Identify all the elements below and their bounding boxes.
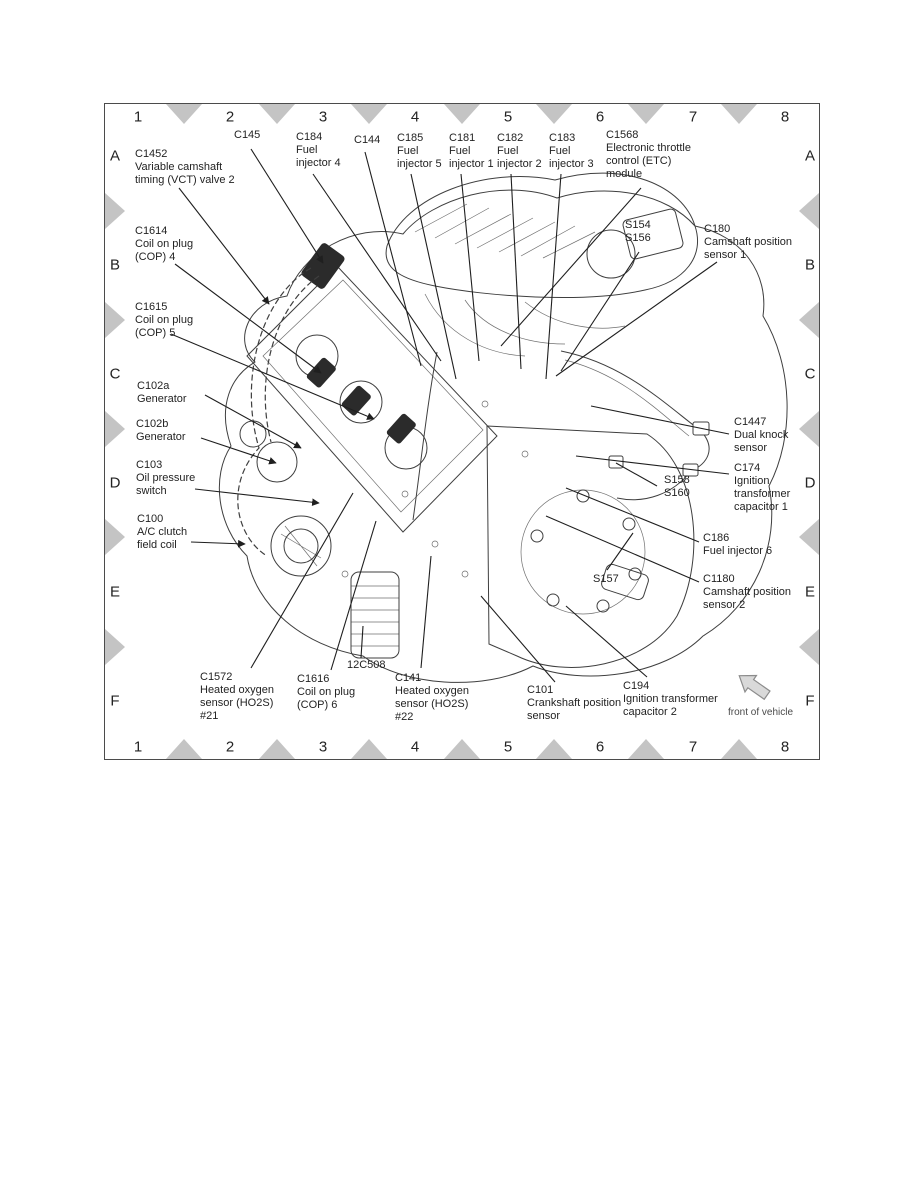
callout-c145: C145 — [234, 129, 261, 141]
callout-c182: C182 Fuel injector 2 — [497, 132, 542, 170]
callout-c185: C185 Fuel injector 5 — [397, 132, 442, 170]
grid-col-label: 6 — [595, 108, 605, 126]
grid-marker-triangles — [105, 104, 819, 759]
grid-col-label: 1 — [133, 108, 143, 126]
grid-col-label: 3 — [318, 738, 328, 756]
callout-c181: C181 Fuel injector 1 — [449, 132, 494, 170]
callout-c144: C144 — [354, 134, 381, 146]
grid-row-label: D — [804, 474, 816, 492]
grid-row-label: E — [109, 583, 121, 601]
diagram-frame: 1 2 3 4 5 6 7 8 1 2 3 4 5 6 7 8 A B C D … — [104, 103, 820, 760]
callout-c186: C186 Fuel injector 6 — [703, 532, 773, 557]
callout-c102a: C102a Generator — [137, 380, 187, 405]
callout-12c508: 12C508 — [347, 659, 386, 671]
callout-c194: C194 Ignition transformer capacitor 2 — [623, 680, 718, 718]
callout-c1615: C1615 Coil on plug (COP) 5 — [135, 301, 194, 339]
callout-c184: C184 Fuel injector 4 — [296, 131, 341, 169]
grid-col-label: 3 — [318, 108, 328, 126]
callout-c102b: C102b Generator — [136, 418, 186, 443]
callout-c141: C141 Heated oxygen sensor (HO2S) #22 — [395, 672, 469, 723]
grid-col-label: 1 — [133, 738, 143, 756]
callout-s157: S157 — [593, 573, 619, 585]
grid-row-label: B — [109, 256, 121, 274]
grid-col-label: 8 — [780, 738, 790, 756]
grid-row-label: F — [805, 692, 815, 710]
callout-leader-lines — [170, 148, 730, 683]
grid-row-label: E — [804, 583, 816, 601]
callout-s154-s156: S154 S156 — [625, 219, 651, 244]
engine-illustration — [218, 172, 788, 683]
callout-c1572: C1572 Heated oxygen sensor (HO2S) #21 — [200, 671, 274, 722]
front-of-vehicle-arrow — [738, 674, 771, 701]
callout-c1568: C1568 Electronic throttle control (ETC) … — [606, 129, 691, 180]
callout-s158-s160: S158 S160 — [664, 474, 690, 499]
grid-row-label: A — [109, 147, 121, 165]
grid-row-label: C — [804, 365, 816, 383]
callout-c103: C103 Oil pressure switch — [136, 459, 196, 497]
callout-c183: C183 Fuel injector 3 — [549, 132, 594, 170]
grid-col-label: 7 — [688, 108, 698, 126]
callout-c1180: C1180 Camshaft position sensor 2 — [703, 573, 792, 611]
grid-col-label: 2 — [225, 738, 235, 756]
grid-col-label: 6 — [595, 738, 605, 756]
grid-row-label: B — [804, 256, 816, 274]
callout-c1614: C1614 Coil on plug (COP) 4 — [135, 225, 194, 263]
grid-col-label: 8 — [780, 108, 790, 126]
grid-row-label: D — [109, 474, 121, 492]
grid-col-label: 5 — [503, 738, 513, 756]
grid-row-label: F — [110, 692, 120, 710]
grid-col-label: 2 — [225, 108, 235, 126]
callout-c101: C101 Crankshaft position sensor — [527, 684, 622, 722]
grid-col-label: 4 — [410, 738, 420, 756]
grid-col-label: 7 — [688, 738, 698, 756]
callout-c174: C174 Ignition transformer capacitor 1 — [734, 462, 791, 513]
callout-c180: C180 Camshaft position sensor 1 — [704, 223, 793, 261]
diagram-graphics — [105, 104, 819, 759]
callout-c1447: C1447 Dual knock sensor — [734, 416, 789, 454]
callout-c1452: C1452 Variable camshaft timing (VCT) val… — [135, 148, 235, 186]
grid-col-label: 5 — [503, 108, 513, 126]
front-of-vehicle-label: front of vehicle — [728, 707, 794, 718]
grid-row-label: A — [804, 147, 816, 165]
callout-c100: C100 A/C clutch field coil — [137, 513, 188, 551]
callout-c1616: C1616 Coil on plug (COP) 6 — [297, 673, 356, 711]
grid-col-label: 4 — [410, 108, 420, 126]
grid-row-label: C — [109, 365, 121, 383]
